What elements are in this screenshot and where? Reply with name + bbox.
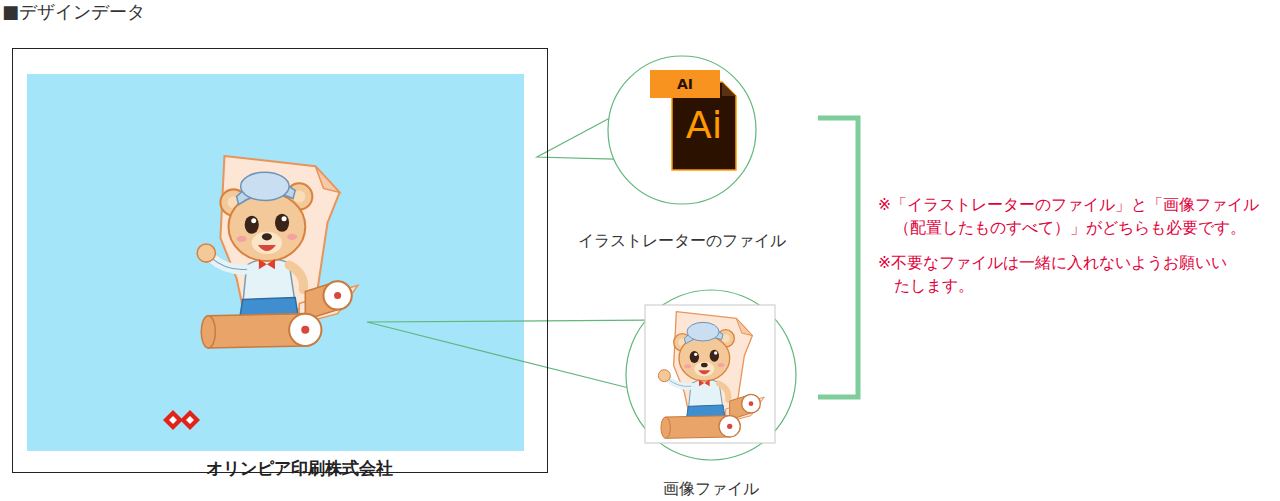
file-label: イラストレーターのファイル — [532, 231, 832, 251]
design-ground — [27, 74, 524, 451]
image-file-thumbnail — [625, 289, 797, 461]
file-label: 画像ファイル — [561, 480, 861, 498]
icon-tab-text: AI — [650, 70, 720, 98]
logo-mark — [163, 410, 200, 430]
company-logo-text: オリンピア印刷株式会社 — [206, 457, 393, 479]
note-text: ※「イラストレーターのファイル」と「画像ファイル （配置したものすべて）」がどち… — [878, 194, 1272, 240]
design-data-box: オリンピア印刷株式会社 — [12, 48, 548, 473]
mascot-illustration — [197, 156, 358, 348]
ai-file-icon — [607, 55, 757, 205]
note-text: ※不要なファイルは一緒に入れないようお願いい たします。 — [878, 252, 1272, 298]
callout-circle: 画像ファイル — [625, 289, 797, 461]
icon-text: Ai — [672, 103, 736, 147]
note-column: ※「イラストレーターのファイル」と「画像ファイル （配置したものすべて）」がどち… — [878, 194, 1272, 298]
callout-tail — [537, 119, 614, 160]
callout-circle: AIAiイラストレーターのファイル — [607, 55, 757, 205]
callout-tail — [367, 320, 646, 387]
diagram-title: ■デザインデータ — [2, 1, 145, 23]
circle-outline — [625, 289, 797, 461]
circle-outline — [607, 55, 757, 205]
group-bracket — [818, 118, 858, 397]
